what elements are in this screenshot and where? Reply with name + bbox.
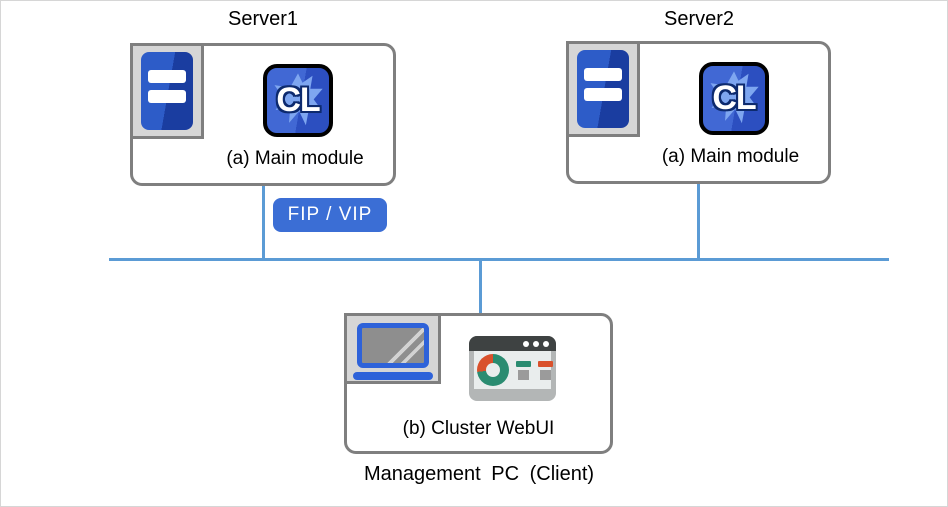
connector-management-pc [479,260,482,314]
cl-logo-text: CL [276,81,320,119]
server-tower-icon [130,43,204,139]
management-pc-box: (b) Cluster WebUI [344,313,613,454]
server1-title: Server1 [227,8,299,30]
webui-browser-icon [469,336,556,401]
server2-title: Server2 [663,8,735,30]
mini-chart-teal-icon [516,360,531,380]
server2-box: CL (a) Main module [566,41,831,184]
donut-chart-icon [477,354,509,386]
window-dots-icon [469,336,556,351]
webui-label: (b) Cluster WebUI [402,418,555,439]
connector-server1 [262,186,265,259]
server2-module-label: (a) Main module [661,146,800,167]
cluster-app-icon: CL [263,64,333,137]
cluster-app-icon: CL [699,62,769,135]
connector-server2 [697,184,700,259]
cl-logo-text: CL [712,79,756,117]
laptop-icon [344,313,441,384]
server1-box: CL (a) Main module [130,43,396,186]
network-line-horizontal [109,258,889,261]
fip-vip-badge: FIP / VIP [273,198,387,232]
server1-module-label: (a) Main module [226,148,364,169]
mini-chart-red-icon [538,360,553,380]
server-tower-icon [566,41,640,137]
management-pc-caption: Management PC (Client) [363,463,595,485]
